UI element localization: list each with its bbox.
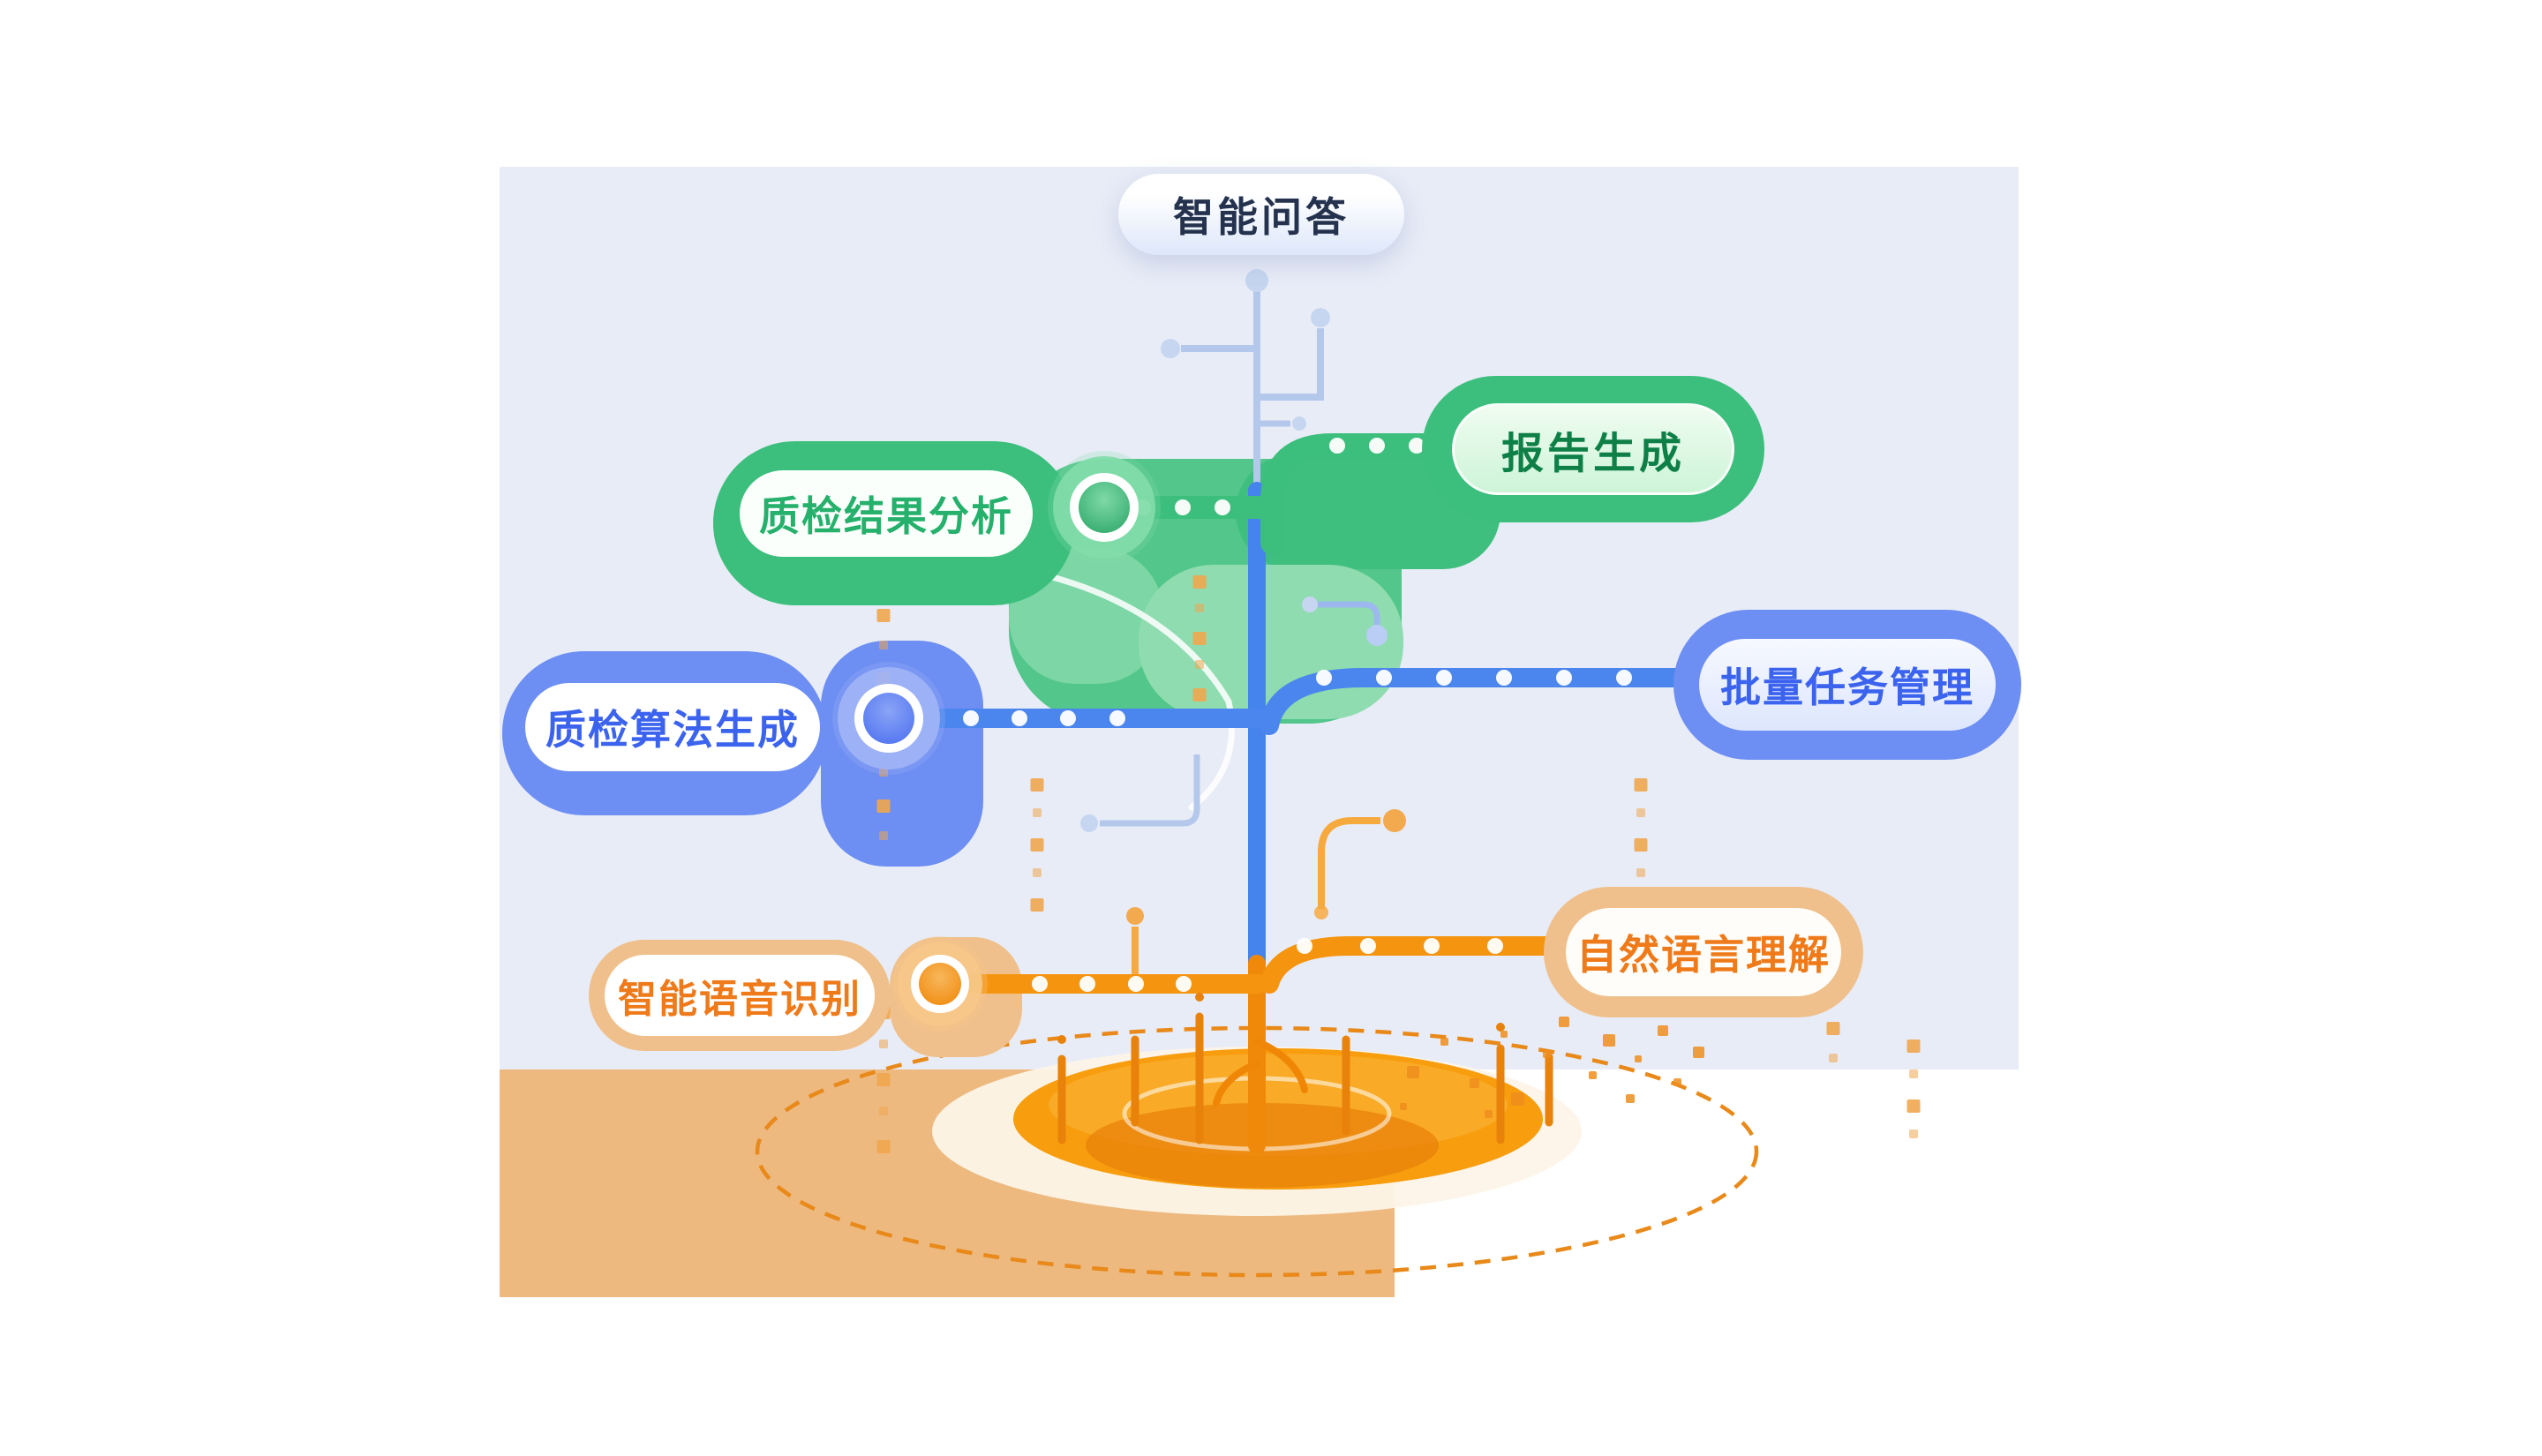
node-batch-task: 批量任务管理 [1673,610,2021,760]
node-nlu-label: 自然语言理解 [1576,932,1831,978]
node-nlu-pill: 自然语言理解 [1566,908,1841,996]
ground-posts [1057,993,1553,1145]
branch-report [1260,433,1482,555]
node-qa: 智能问答 [1118,174,1404,255]
node-batch-task-pill: 批量任务管理 [1699,639,1996,731]
node-algo-gen-pill: 质检算法生成 [525,683,820,771]
node-qa-label: 智能问答 [1173,194,1350,240]
dashed-orbit-ring [755,1025,1759,1278]
branch-dots [963,438,1632,992]
connector-target-green-icon [1053,456,1155,559]
node-algo-gen-label: 质检算法生成 [545,707,800,753]
node-inspect-analysis-label: 质检结果分析 [759,493,1013,539]
node-inspect-analysis-pill: 质检结果分析 [740,470,1033,557]
node-asr-pill: 智能语音识别 [605,955,875,1036]
node-report-pill: 报告生成 [1452,403,1734,495]
branch-nlu [1260,936,1568,994]
node-inspect-analysis: 质检结果分析 [713,441,1075,605]
node-report-label: 报告生成 [1500,431,1685,477]
circuit-stubs [1080,597,1406,981]
connector-target-blue-icon [838,667,940,769]
node-asr: 智能语音识别 [589,940,891,1051]
node-report: 报告生成 [1422,376,1764,522]
trunk [1161,269,1330,1154]
sprout-dot [1245,269,1268,292]
node-batch-task-label: 批量任务管理 [1720,664,1974,710]
branch-batch [1260,668,1696,735]
node-nlu: 自然语言理解 [1544,887,1863,1017]
node-asr-label: 智能语音识别 [618,978,861,1021]
node-algo-gen: 质检算法生成 [502,651,827,815]
white-swoosh [1042,572,1235,811]
connector-target-orange-icon [898,942,982,1026]
